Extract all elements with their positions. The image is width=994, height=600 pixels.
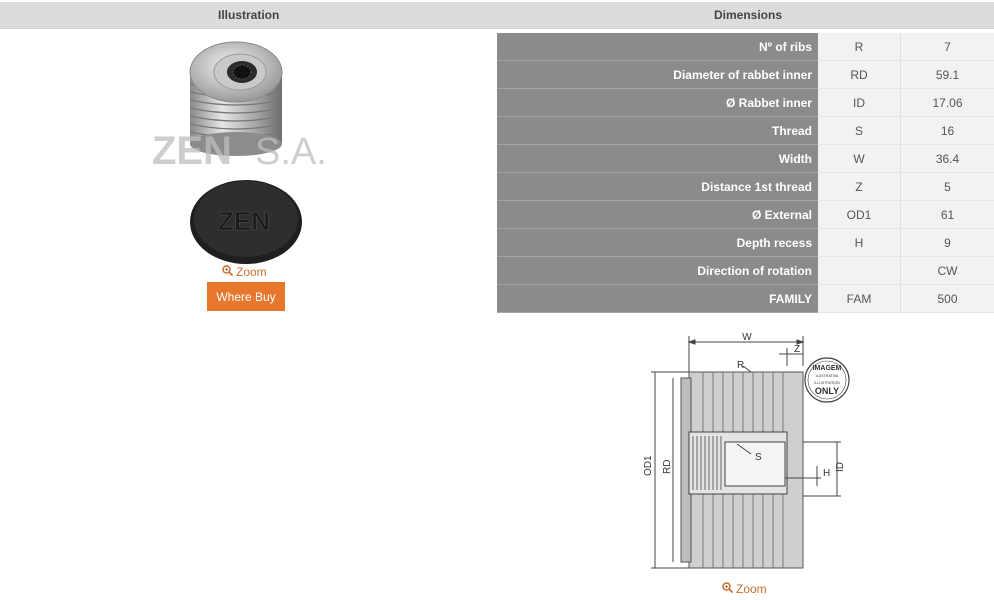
dimension-value: 7: [900, 33, 994, 61]
dimension-code: OD1: [818, 200, 901, 229]
dimension-value: 61: [900, 200, 994, 229]
svg-text:IMAGEM: IMAGEM: [813, 365, 842, 372]
dimension-label: Depth recess: [497, 228, 818, 257]
dimension-code: FAM: [818, 284, 901, 313]
dimension-value: 9: [900, 228, 994, 257]
dimension-code: W: [818, 144, 901, 173]
dimension-value: CW: [900, 256, 994, 285]
zoom-link-photo[interactable]: Zoom: [222, 265, 267, 279]
dimension-code: R: [818, 33, 901, 61]
dimension-label: Direction of rotation: [497, 256, 818, 285]
zoom-link-diagram[interactable]: Zoom: [722, 582, 767, 596]
dimension-code: ID: [818, 88, 901, 117]
magnifier-icon: [222, 265, 234, 279]
dimension-label: Distance 1st thread: [497, 172, 818, 201]
diagram-label-h: H: [823, 468, 830, 479]
dimension-label: Thread: [497, 116, 818, 145]
dimension-label: Ø Rabbet inner: [497, 88, 818, 117]
dimension-code: Z: [818, 172, 901, 201]
dimension-value: 36.4: [900, 144, 994, 173]
dimension-row: Direction of rotation CW: [497, 256, 994, 285]
table-header: Illustration Dimensions: [0, 2, 994, 29]
diagram-label-id: ID: [835, 462, 846, 472]
svg-text:ONLY: ONLY: [815, 386, 839, 396]
magnifier-icon: [722, 582, 734, 596]
zoom-label: Zoom: [736, 582, 767, 596]
diagram-label-z: Z: [794, 344, 800, 355]
dimension-label: Diameter of rabbet inner: [497, 60, 818, 89]
dimension-value: 5: [900, 172, 994, 201]
svg-text:S.A.: S.A.: [255, 131, 327, 173]
dimension-code: [818, 256, 901, 285]
dimension-label: Nº of ribs: [497, 33, 818, 61]
zoom-label: Zoom: [236, 265, 267, 279]
where-buy-button[interactable]: Where Buy: [207, 282, 285, 311]
dimension-value: 59.1: [900, 60, 994, 89]
svg-text:ZEN: ZEN: [152, 129, 232, 173]
dimension-diagram[interactable]: W Z R S H ID OD1 RD IMAGEM ILUSTRATIVA I…: [637, 326, 857, 582]
diagram-label-s: S: [755, 452, 762, 463]
dimension-code: S: [818, 116, 901, 145]
illustration-header: Illustration: [218, 8, 280, 22]
product-image[interactable]: ZEN S.A. ZEN: [150, 34, 350, 264]
dimension-code: RD: [818, 60, 901, 89]
illustration-only-stamp: IMAGEM ILUSTRATIVA ILLUSTRATION ONLY: [804, 357, 850, 403]
diagram-label-w: W: [742, 332, 752, 343]
diagram-label-r: R: [737, 360, 744, 371]
dimension-value: 16: [900, 116, 994, 145]
svg-text:ILLUSTRATION: ILLUSTRATION: [814, 381, 840, 385]
svg-text:ZEN: ZEN: [218, 206, 270, 236]
dimension-label: Ø External: [497, 200, 818, 229]
diagram-label-rd: RD: [662, 460, 673, 474]
diagram-label-od1: OD1: [643, 455, 654, 476]
dimension-value: 17.06: [900, 88, 994, 117]
dimension-label: FAMILY: [497, 284, 818, 313]
dimensions-header: Dimensions: [714, 8, 783, 22]
dimension-value: 500: [900, 284, 994, 313]
dimension-label: Width: [497, 144, 818, 173]
dimension-code: H: [818, 228, 901, 257]
svg-text:ILUSTRATIVA: ILUSTRATIVA: [816, 374, 839, 378]
